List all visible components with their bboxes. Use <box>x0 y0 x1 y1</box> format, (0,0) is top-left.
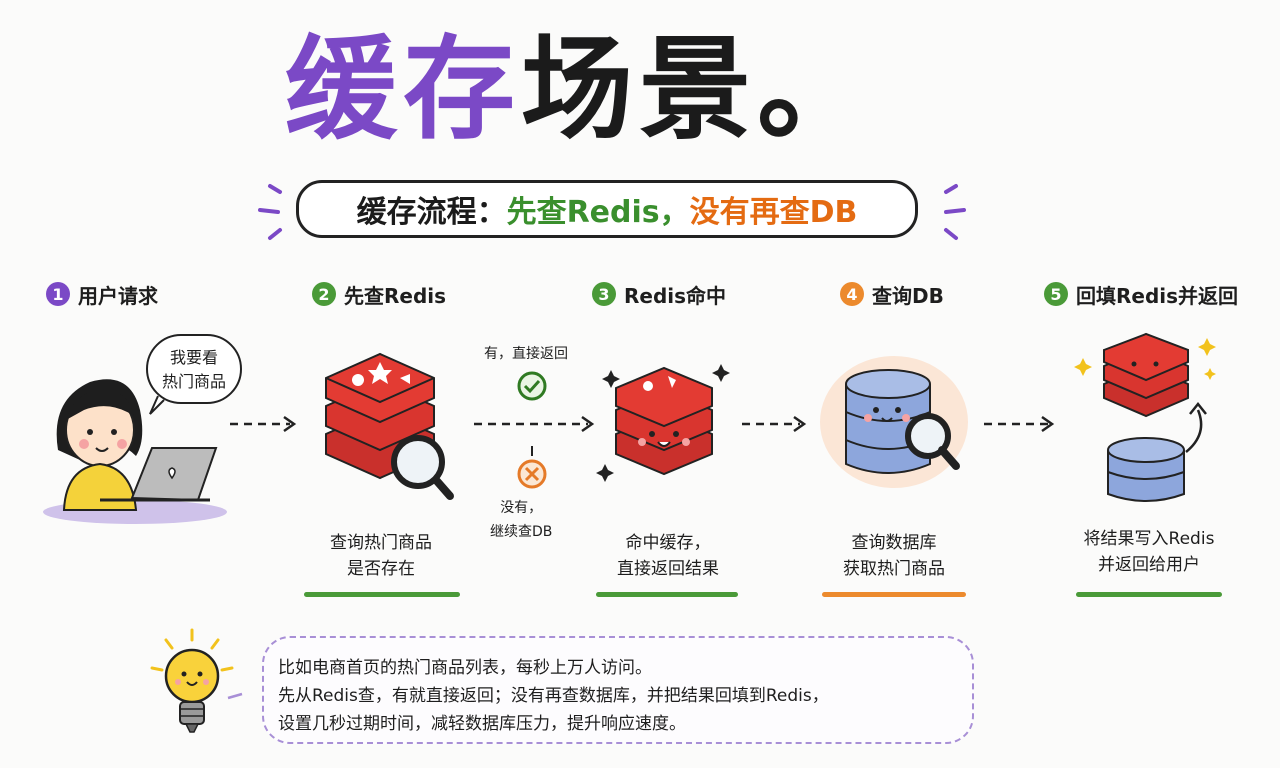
branch-miss-line-2: 继续查DB <box>490 524 553 540</box>
step-5-underline <box>1076 592 1222 597</box>
step-5-caption-line-2: 并返回给用户 <box>1098 555 1200 575</box>
step-1-label: 用户请求 <box>78 283 158 308</box>
title-part-scene: 场景。 <box>521 25 875 155</box>
check-icon <box>517 371 547 401</box>
step-3-label: Redis命中 <box>624 283 727 308</box>
step-2-label: 先查Redis <box>344 283 447 308</box>
subtitle-db: 没有再查DB <box>689 195 858 230</box>
page-title: 缓存场景。 <box>285 20 875 160</box>
step-4-underline <box>822 592 966 597</box>
step-2-number: 2 <box>312 282 336 306</box>
note-line-2: 先从Redis查，有就直接返回；没有再查数据库，并把结果回填到Redis， <box>278 686 829 706</box>
branch-hit-label: 有，直接返回 <box>484 346 568 362</box>
step-1-header: 1 用户请求 <box>46 280 158 308</box>
step-4-label: 查询DB <box>872 283 944 308</box>
subtitle-prefix: 缓存流程： <box>356 195 507 230</box>
redis-hit-icon <box>596 364 730 482</box>
cross-icon <box>517 446 547 489</box>
step-3-underline <box>596 592 738 597</box>
step-3-caption-line-2: 直接返回结果 <box>617 559 719 579</box>
lightbulb-icon <box>150 628 243 733</box>
step-5-label: 回填Redis并返回 <box>1076 283 1239 308</box>
title-part-cache: 缓存 <box>285 25 521 155</box>
sparkle-right-icon <box>944 184 966 240</box>
bubble-line-2: 热门商品 <box>161 372 226 391</box>
speech-bubble: 我要看 热门商品 <box>146 334 242 404</box>
step-4-caption-line-2: 获取热门商品 <box>843 559 945 579</box>
user-laptop-illustration <box>43 379 227 524</box>
step-3-number: 3 <box>592 282 616 306</box>
note-line-1: 比如电商首页的热门商品列表，每秒上万人访问。 <box>278 658 652 678</box>
step-5-caption-line-1: 将结果写入Redis <box>1083 529 1215 549</box>
subtitle-redis: 先查Redis， <box>506 195 690 230</box>
step-2-header: 2 先查Redis <box>312 280 446 308</box>
branch-miss-line-1: 没有， <box>500 500 543 516</box>
step-2-underline <box>304 592 460 597</box>
note-line-3: 设置几秒过期时间，减轻数据库压力，提升响应速度。 <box>278 714 686 734</box>
step-4-caption: 查询数据库 获取热门商品 <box>826 530 962 582</box>
arrow-2-icon <box>474 415 595 433</box>
step-4-header: 4 查询DB <box>840 280 944 308</box>
step-5-caption: 将结果写入Redis 并返回给用户 <box>1066 526 1232 578</box>
arrow-4-icon <box>984 415 1055 433</box>
step-3-caption-line-1: 命中缓存， <box>625 533 711 553</box>
step-4-caption-line-1: 查询数据库 <box>851 533 937 553</box>
step-2-caption: 查询热门商品 是否存在 <box>316 530 446 582</box>
branch-miss-label: 没有， 继续查DB <box>490 496 552 544</box>
step-4-number: 4 <box>840 282 864 306</box>
step-2-caption-line-2: 是否存在 <box>347 559 415 579</box>
arrow-1-icon <box>230 415 297 433</box>
sparkle-left-icon <box>258 184 282 240</box>
bubble-tail-icon <box>149 395 165 415</box>
bubble-line-1: 我要看 <box>169 348 218 367</box>
example-note: 比如电商首页的热门商品列表，每秒上万人访问。 先从Redis查，有就直接返回；没… <box>262 636 974 744</box>
step-3-header: 3 Redis命中 <box>592 280 726 308</box>
step-5-header: 5 回填Redis并返回 <box>1044 280 1238 308</box>
step-1-number: 1 <box>46 282 70 306</box>
arrow-3-icon <box>742 415 807 433</box>
database-search-icon <box>820 356 968 488</box>
step-2-caption-line-1: 查询热门商品 <box>330 533 432 553</box>
step-5-number: 5 <box>1044 282 1068 306</box>
step-3-caption: 命中缓存， 直接返回结果 <box>598 530 738 582</box>
subtitle-box: 缓存流程：先查Redis，没有再查DB <box>296 180 918 238</box>
redis-search-icon <box>325 352 454 500</box>
backfill-icon <box>1074 332 1216 502</box>
